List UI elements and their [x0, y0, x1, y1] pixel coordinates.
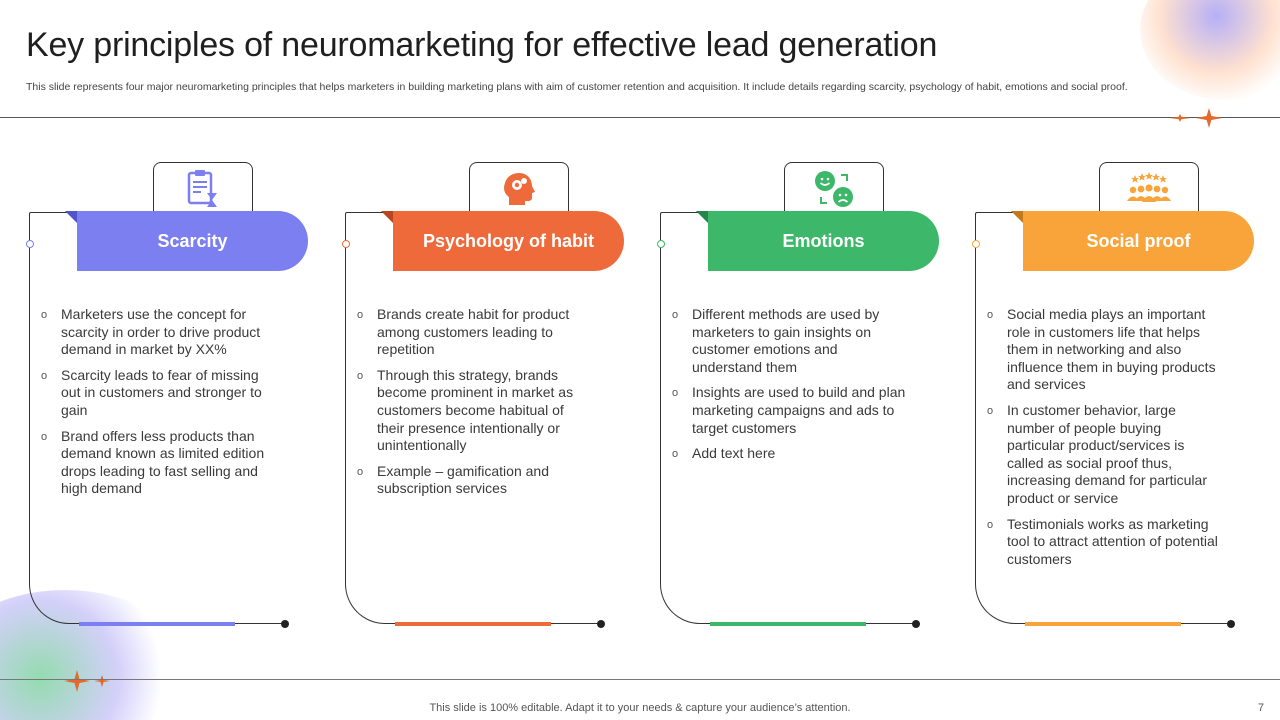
- sparkle-icon: [64, 670, 110, 692]
- card-bullet-list: Social media plays an important role in …: [987, 306, 1222, 576]
- list-item: Marketers use the concept for scarcity i…: [41, 306, 276, 359]
- card-title-band: Scarcity: [77, 211, 308, 271]
- card-node: [25, 240, 34, 248]
- card-title: Emotions: [782, 230, 865, 251]
- slide-subtitle: This slide represents four major neuroma…: [26, 81, 1128, 93]
- card-title: Social proof: [1086, 230, 1191, 251]
- band-fold: [1011, 211, 1023, 223]
- card-icon-box: [153, 162, 253, 214]
- card-bullet-list: Brands create habit for product among cu…: [357, 306, 592, 506]
- band-fold: [65, 211, 77, 223]
- card-bullet-list: Marketers use the concept for scarcity i…: [41, 306, 276, 506]
- rated-people-icon: [1127, 171, 1171, 202]
- card-psychology-of-habit: Psychology of habit Brands create habit …: [341, 162, 645, 632]
- band-fold: [696, 211, 708, 223]
- card-title-band: Social proof: [1023, 211, 1254, 271]
- card-title: Psychology of habit: [422, 230, 595, 251]
- card-title-band: Emotions: [708, 211, 939, 271]
- clipboard-hourglass-icon: [187, 169, 217, 207]
- card-end-dot: [912, 620, 920, 628]
- list-item: Through this strategy, brands become pro…: [357, 367, 592, 455]
- footer-divider: [0, 679, 1280, 680]
- card-accent-line: [395, 622, 551, 626]
- card-icon-box: [469, 162, 569, 214]
- card-node: [341, 240, 350, 248]
- card-accent-line: [1025, 622, 1181, 626]
- emotion-faces-icon: [815, 170, 853, 207]
- card-emotions: Emotions Different methods are used by m…: [656, 162, 960, 632]
- card-node: [656, 240, 665, 248]
- card-end-dot: [281, 620, 289, 628]
- head-gears-icon: [504, 172, 535, 205]
- list-item: Different methods are used by marketers …: [672, 306, 907, 376]
- list-item: In customer behavior, large number of pe…: [987, 402, 1222, 508]
- list-item: Social media plays an important role in …: [987, 306, 1222, 394]
- sparkle-icon: [1170, 108, 1222, 128]
- list-item: Scarcity leads to fear of missing out in…: [41, 367, 276, 420]
- card-node: [971, 240, 980, 248]
- slide-title: Key principles of neuromarketing for eff…: [26, 26, 938, 64]
- card-scarcity: Scarcity Marketers use the concept for s…: [25, 162, 329, 632]
- card-accent-line: [79, 622, 235, 626]
- list-item: Brands create habit for product among cu…: [357, 306, 592, 359]
- card-social-proof: Social proof Social media plays an impor…: [971, 162, 1275, 632]
- list-item: Insights are used to build and plan mark…: [672, 384, 907, 437]
- card-icon-box: [784, 162, 884, 214]
- card-title-band: Psychology of habit: [393, 211, 624, 271]
- header-divider: [0, 117, 1280, 118]
- card-icon-box: [1099, 162, 1199, 214]
- list-item: Example – gamification and subscription …: [357, 463, 592, 498]
- card-end-dot: [597, 620, 605, 628]
- card-end-dot: [1227, 620, 1235, 628]
- list-item: Add text here: [672, 445, 907, 463]
- band-fold: [381, 211, 393, 223]
- page-number: 7: [1257, 702, 1264, 714]
- card-title: Scarcity: [157, 230, 228, 251]
- list-item: Testimonials works as marketing tool to …: [987, 516, 1222, 569]
- footer-note: This slide is 100% editable. Adapt it to…: [429, 702, 851, 714]
- list-item: Brand offers less products than demand k…: [41, 428, 276, 498]
- card-bullet-list: Different methods are used by marketers …: [672, 306, 907, 471]
- card-accent-line: [710, 622, 866, 626]
